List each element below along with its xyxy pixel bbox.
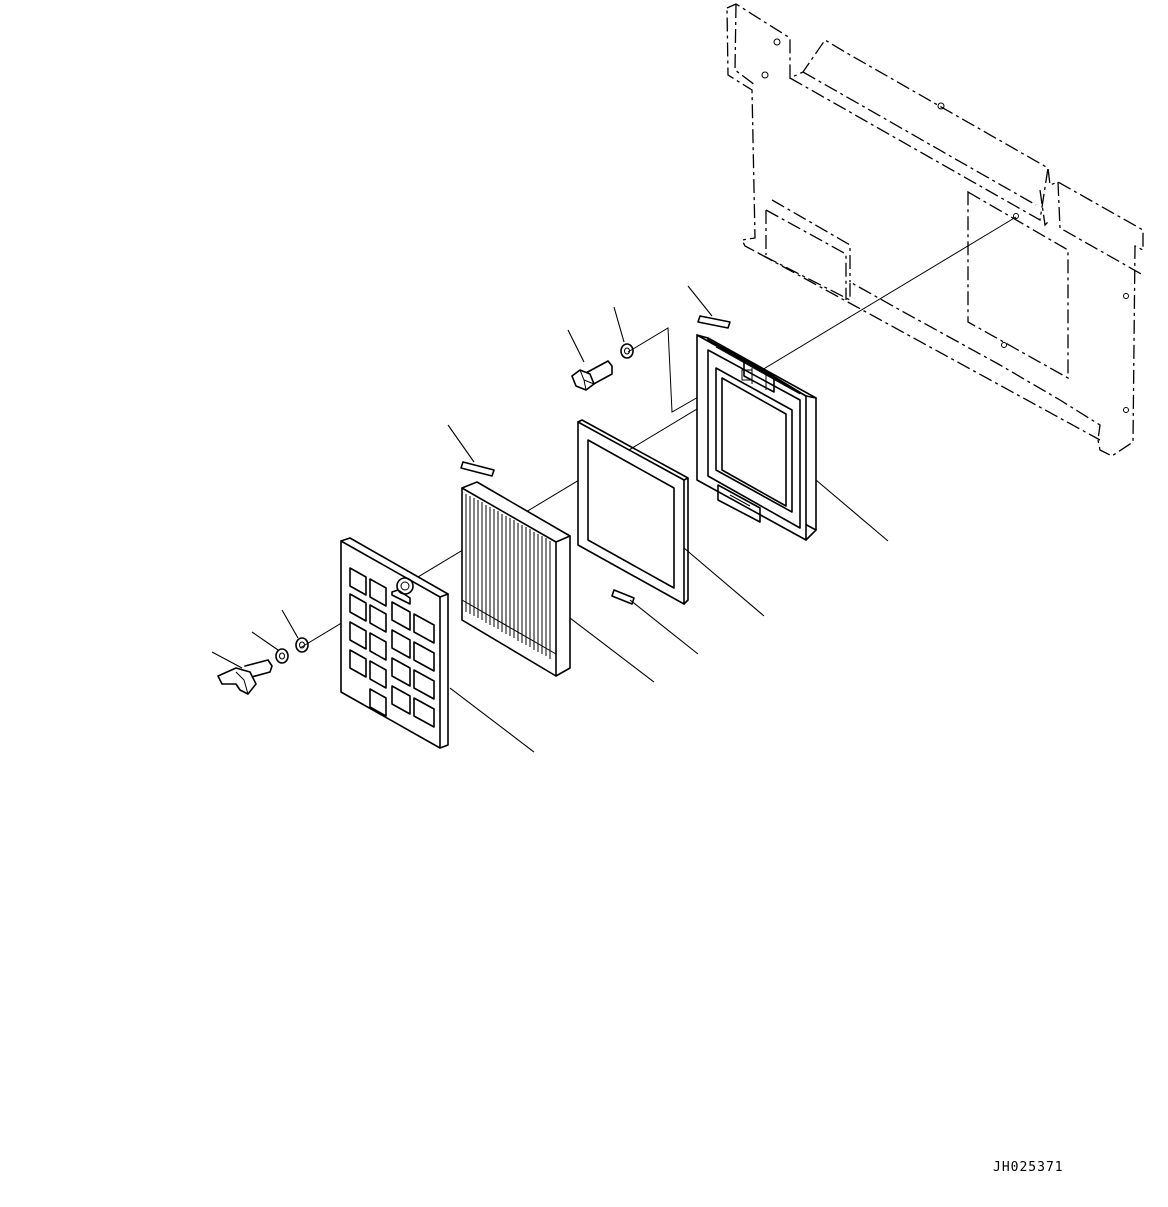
- lock-washer: [276, 649, 288, 663]
- filter-housing-frame: [697, 335, 816, 540]
- grille-openings: [350, 568, 434, 727]
- pleated-filter-element: [462, 482, 570, 676]
- hex-bolt: [572, 361, 612, 390]
- label-plate-lower: [612, 590, 634, 604]
- alignment-center-lines: [300, 217, 1016, 648]
- mounting-panel-outline: [727, 4, 1143, 456]
- gasket-frame: [578, 420, 688, 604]
- plain-washer: [296, 638, 308, 652]
- drawing-number: JH025371: [993, 1160, 1064, 1175]
- label-plate-filter: [461, 462, 494, 476]
- label-plate-upper: [698, 316, 730, 328]
- callout-leader-lines: [212, 286, 888, 752]
- wing-bolt: [218, 660, 272, 694]
- washer-upper: [621, 344, 633, 358]
- front-grille-cover: [341, 538, 448, 748]
